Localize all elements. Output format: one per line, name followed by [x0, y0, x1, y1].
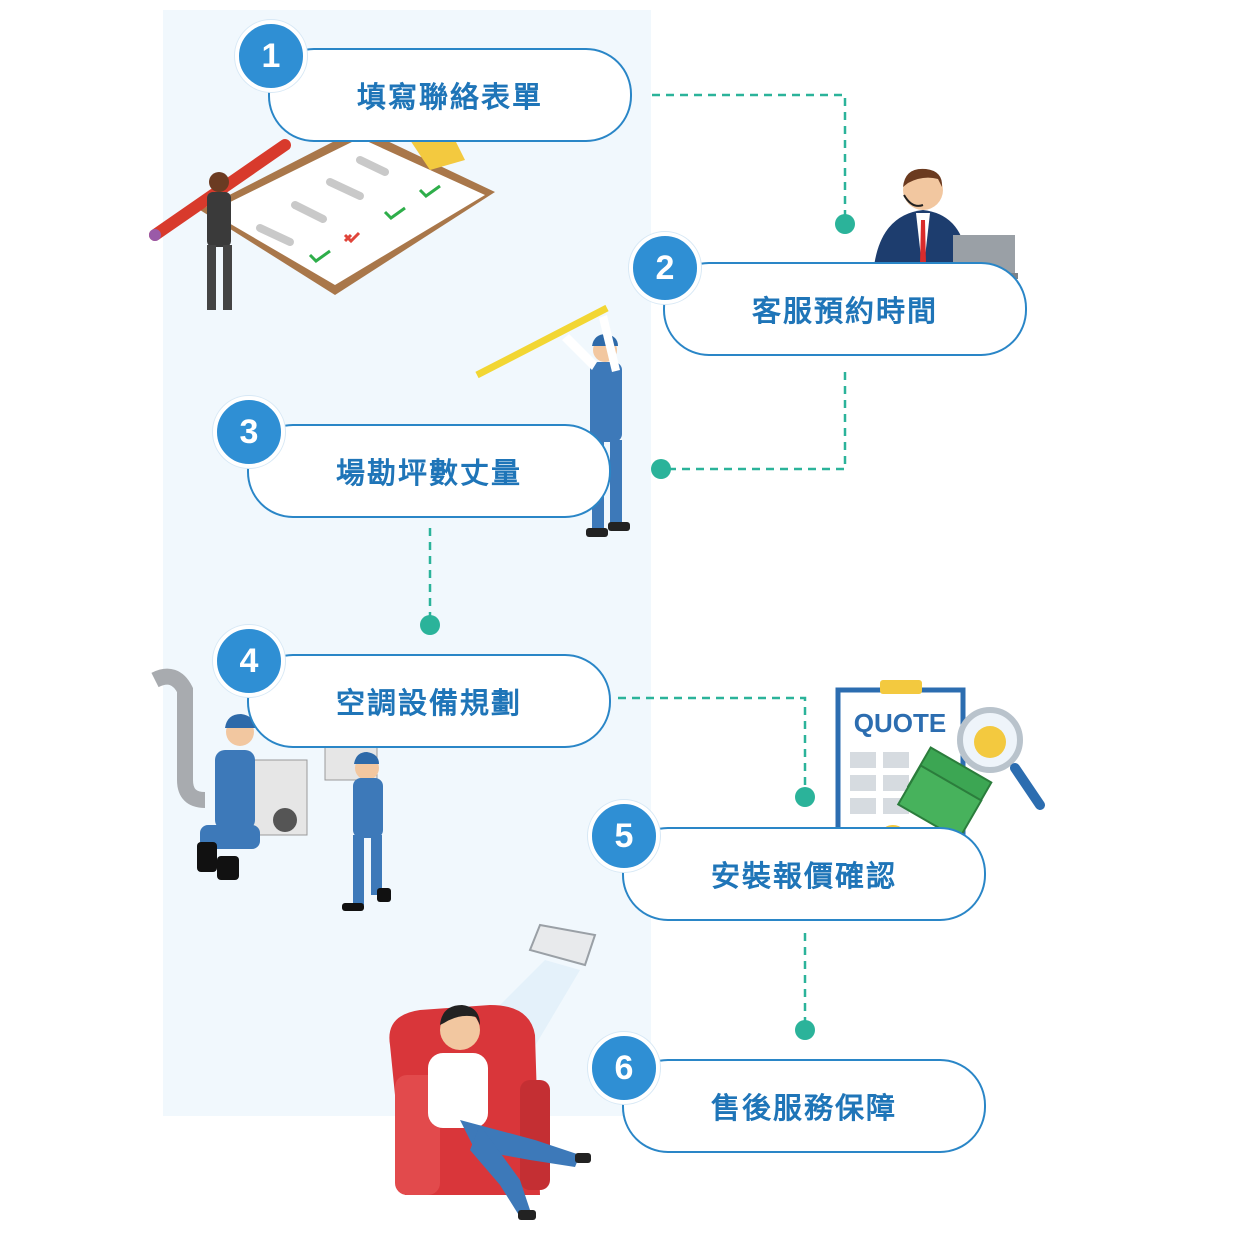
step-3-badge: 3	[213, 396, 285, 468]
step-2-badge: 2	[629, 232, 701, 304]
ac-installers-icon	[151, 668, 391, 911]
step-4-label: 空調設備規劃	[335, 686, 522, 720]
measuring-worker-icon	[475, 304, 630, 537]
step-2-label: 客服預約時間	[751, 294, 938, 328]
step-1-pill: 填寫聯絡表單	[268, 48, 632, 142]
step-1-label: 填寫聯絡表單	[356, 80, 543, 114]
step-4-pill: 空調設備規劃	[247, 654, 611, 748]
relaxing-man-ac-icon	[389, 923, 597, 1220]
step-6-number: 6	[614, 1048, 634, 1087]
step-2-pill: 客服預約時間	[663, 262, 1027, 356]
step-6-pill: 售後服務保障	[622, 1059, 986, 1153]
quote-money-icon: QUOTE	[835, 680, 1045, 855]
step-4-number: 4	[239, 641, 259, 680]
quote-text: QUOTE	[854, 708, 946, 738]
step-3-number: 3	[239, 412, 259, 451]
step-2-number: 2	[655, 248, 675, 287]
step-5-number: 5	[614, 816, 634, 855]
step-1-number: 1	[261, 36, 281, 75]
step-6-label: 售後服務保障	[710, 1091, 897, 1125]
step-5-badge: 5	[588, 800, 660, 872]
step-6-badge: 6	[588, 1032, 660, 1104]
step-1-badge: 1	[235, 20, 307, 92]
step-3-label: 場勘坪數丈量	[335, 456, 522, 490]
step-4-badge: 4	[213, 625, 285, 697]
step-3-pill: 場勘坪數丈量	[247, 424, 611, 518]
clipboard-form-icon	[149, 128, 495, 310]
step-5-label: 安裝報價確認	[710, 859, 897, 893]
step-5-pill: 安裝報價確認	[622, 827, 986, 921]
